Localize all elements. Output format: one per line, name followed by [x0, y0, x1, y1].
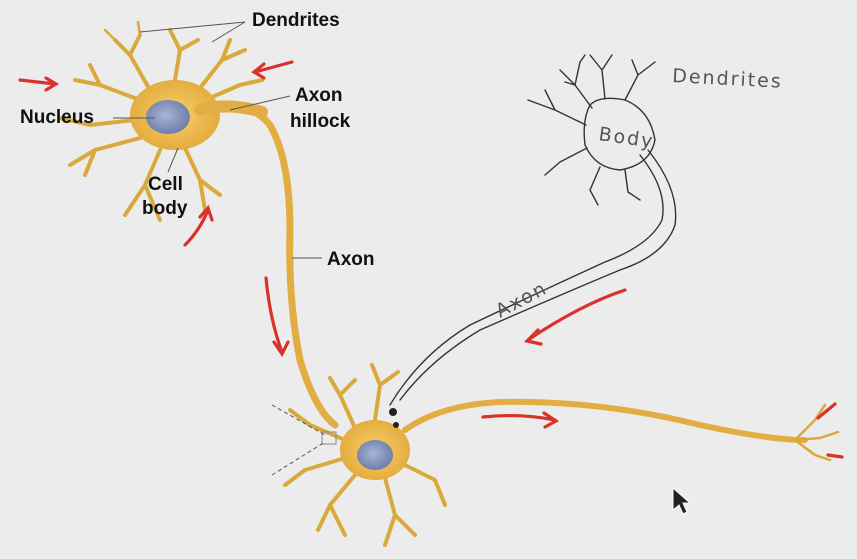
label-dendrites: Dendrites: [252, 10, 340, 31]
synapse-marker: [321, 431, 337, 445]
axon-terminals: [793, 403, 840, 462]
synapse-lead-top: [271, 404, 326, 436]
arrow-into-cell-body: [183, 204, 214, 247]
label-cell-body-2: body: [142, 198, 188, 219]
arrow-lower-axon: [481, 411, 560, 429]
label-nucleus: Nucleus: [20, 107, 94, 128]
dendrites-leader-2: [211, 21, 246, 43]
sketch-dendrites: [527, 54, 656, 206]
sketch-neuron: [389, 54, 677, 428]
arrow-down-axon: [264, 276, 290, 358]
label-axon-hillock-2: hillock: [290, 111, 351, 132]
signal-arrows: [18, 60, 844, 459]
mouse-cursor-icon: [672, 486, 692, 515]
dendrites-leader-1: [139, 21, 246, 33]
arrow-into-dendrite-left: [18, 76, 60, 92]
upper-nucleus: [146, 100, 190, 134]
axon-hillock-leader: [229, 95, 291, 111]
upper-dendrites: [58, 20, 264, 222]
sketch-axon-inner: [389, 154, 664, 406]
leader-lines: [113, 21, 322, 259]
arrow-sketch-axon: [523, 288, 627, 346]
lower-axon: [402, 398, 808, 443]
label-cell-body-1: Cell: [148, 174, 183, 195]
upper-neuron: [58, 20, 339, 429]
synapse-lead-bottom: [271, 441, 326, 476]
label-axon: Axon: [327, 249, 375, 270]
lower-nucleus: [357, 440, 393, 470]
cell-body-leader: [167, 147, 179, 173]
arrow-into-dendrite-right: [251, 60, 294, 80]
axon-hillock-shape: [194, 100, 268, 118]
lower-dendrites: [283, 363, 447, 547]
sketch-terminal-2: [393, 422, 399, 428]
arrow-terminal-top: [816, 402, 837, 420]
label-axon-hillock-1: Axon: [295, 85, 343, 106]
lower-neuron: [271, 363, 840, 547]
arrow-terminal-bottom: [826, 453, 844, 459]
sketch-axon-outer: [399, 149, 677, 401]
sketch-terminal-1: [389, 408, 397, 416]
